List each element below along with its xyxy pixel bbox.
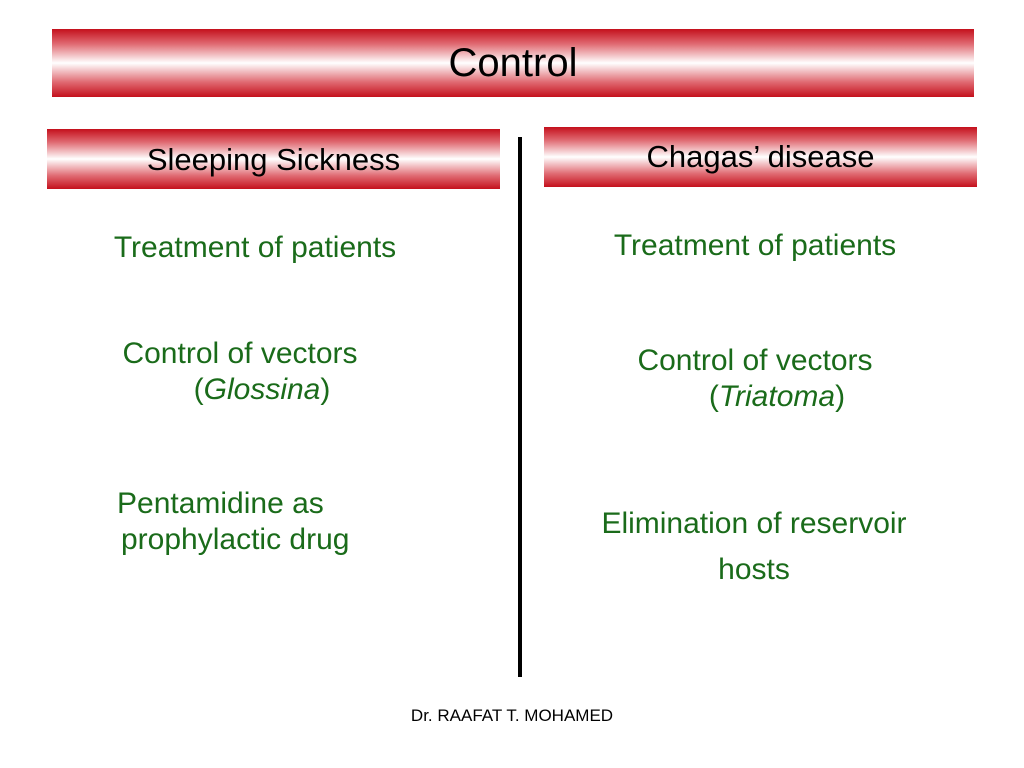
vector-genus-triatoma: Triatoma (718, 380, 836, 413)
left-column-heading: Sleeping Sickness (47, 129, 500, 189)
right-column-heading: Chagas’ disease (544, 127, 977, 187)
left-item-pentamidine: Pentamidine as prophylactic drug (117, 487, 350, 556)
left-item-vector-control: Control of vectors (Glossina) (122, 337, 358, 406)
right-item-treatment: Treatment of patients (613, 229, 897, 262)
vector-genus-glossina: Glossina (203, 373, 321, 406)
right-item-vector-control: Control of vectors (Triatoma) (637, 344, 873, 413)
slide-footer-author: Dr. RAAFAT T. MOHAMED (410, 706, 614, 725)
column-divider (518, 137, 522, 677)
slide-title: Control (52, 29, 974, 97)
left-item-treatment: Treatment of patients (113, 231, 397, 264)
right-item-reservoir-hosts: Elimination of reservoir hosts (601, 507, 907, 586)
